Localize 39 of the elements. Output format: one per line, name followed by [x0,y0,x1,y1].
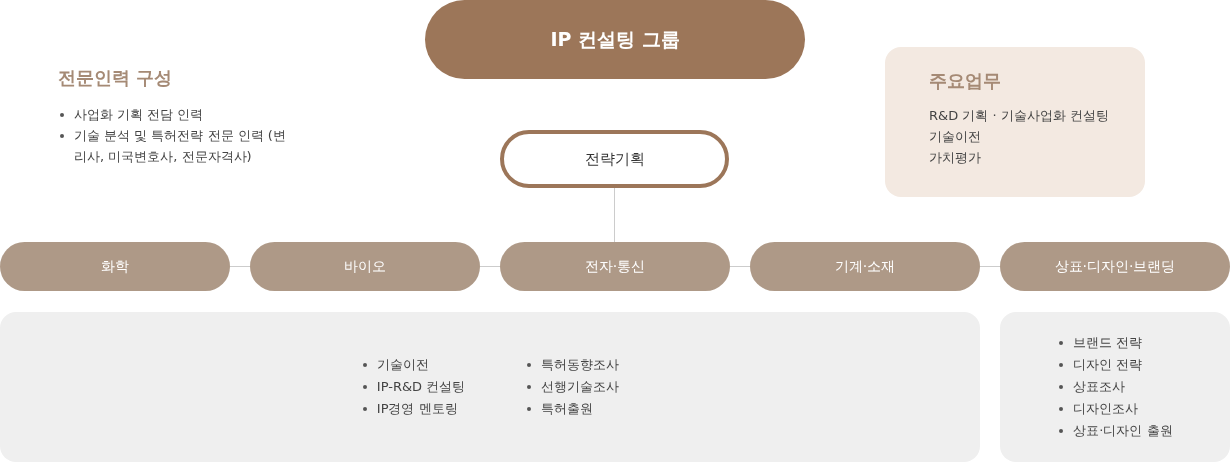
service-list-panel [0,312,980,462]
section-heading: 전문인력 구성 [58,66,173,90]
service-item: 디자인조사 [1057,398,1173,420]
service-item: 기술이전 [360,354,466,376]
node-label: 상표·디자인·브랜딩 [1054,257,1176,276]
duties-panel [885,47,1145,197]
connector-line [729,266,751,267]
field-pill [1000,242,1230,291]
node-label: IP 컨설팅 그룹 [550,26,680,52]
node-label: 화학 [101,257,129,276]
staff-item: 기술 분석 및 특허전략 전문 인력 (변리사, 미국변호사, 전문자격사) [58,125,289,167]
field-pill [750,242,980,291]
service-item: 선행기술조사 [525,376,620,398]
duty-item: R&D 기획 · 기술사업화 컨설팅 [929,107,1109,125]
duty-item: 기술이전 [929,128,981,146]
service-item: 브랜드 전략 [1057,332,1173,354]
node-label: 전략기획 [584,149,645,169]
duty-item: 가치평가 [929,149,981,167]
node-label: 바이오 [344,257,386,276]
field-pill [0,242,230,291]
connector-line [229,266,251,267]
service-item: IP경영 멘토링 [360,398,466,420]
service-item: 특허동향조사 [525,354,620,376]
service-list-panel [1000,312,1230,462]
node-label: 기계·소재 [834,257,896,276]
service-item: 디자인 전략 [1057,354,1173,376]
staff-item: 사업화 기획 전담 인력 [58,104,289,125]
connector-line [479,266,501,267]
field-pill [500,242,730,291]
service-item: 상표조사 [1057,376,1173,398]
field-pill [250,242,480,291]
service-item: 상표·디자인 출원 [1057,420,1173,442]
node-label: 전자·통신 [584,257,646,276]
panel-heading: 주요업무 [929,69,1001,93]
connector-line [979,266,1001,267]
connector-line [614,187,615,243]
service-item: 특허출원 [525,398,620,420]
strategy-pill [500,130,729,188]
service-item: IP-R&D 컨설팅 [360,376,466,398]
